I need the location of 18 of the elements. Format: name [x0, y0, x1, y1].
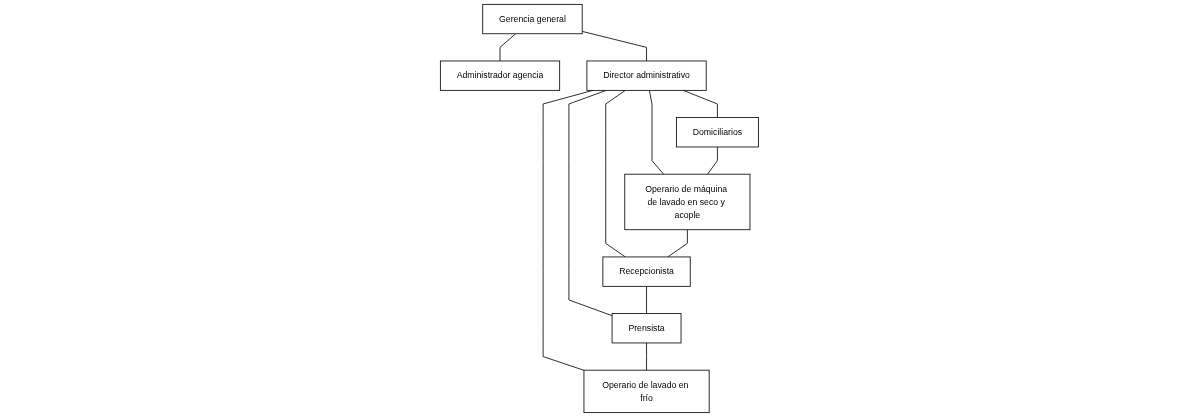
node-box: Operario de lavado en frío [583, 369, 710, 414]
node-box: Prensista [611, 313, 682, 344]
connector [581, 31, 648, 62]
connector [649, 89, 665, 175]
node-box: Administrador agencia [440, 60, 561, 91]
node-box: Domiciliarios [676, 117, 759, 148]
connector [683, 89, 718, 118]
connector [605, 89, 626, 258]
node-box: Operario de máquina de lavado en seco y acople [624, 173, 751, 231]
node-box: Recepcionista [602, 256, 691, 287]
connector [646, 342, 648, 371]
connector [568, 89, 613, 317]
connector [499, 33, 517, 62]
node-box: Gerencia general [482, 3, 583, 35]
connector [646, 285, 648, 314]
node-box: Director administrativo [586, 60, 707, 91]
connector [707, 146, 718, 175]
connector [667, 229, 688, 258]
